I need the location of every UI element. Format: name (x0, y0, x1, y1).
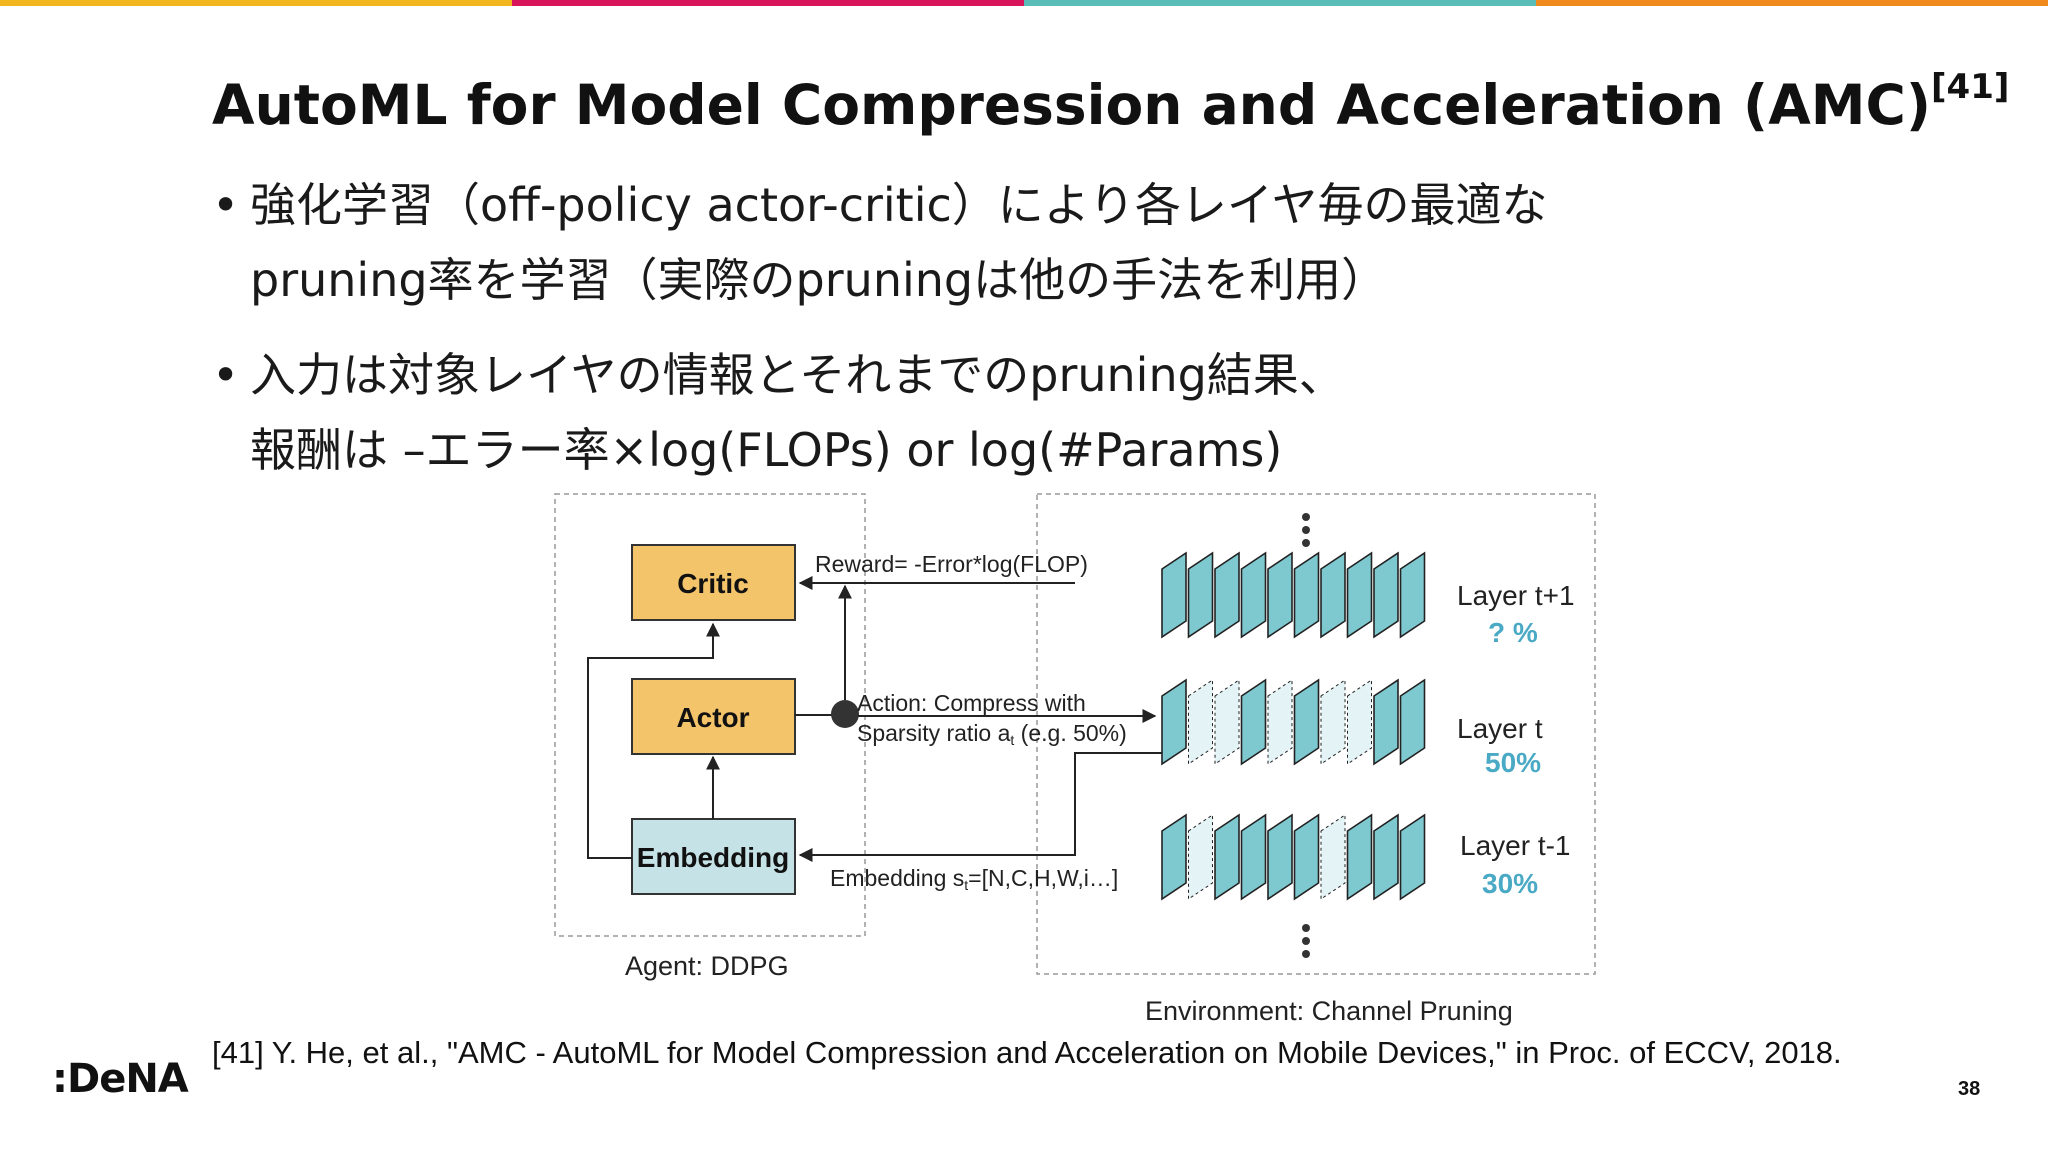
channel-plate (1399, 551, 1426, 639)
bullet-dot: • (212, 178, 240, 232)
bullet-list: • 強化学習（off-policy actor-critic）により各レイヤ毎の… (212, 168, 1972, 508)
bullet-line: 強化学習（off-policy actor-critic）により各レイヤ毎の最適… (250, 178, 1548, 232)
channel-plate (1161, 551, 1187, 639)
action-label-line2: Sparsity ratio at (e.g. 50%) (857, 720, 1127, 748)
actor-box (631, 678, 796, 755)
channel-plate (1373, 813, 1399, 901)
pruned-channel-plate (1188, 814, 1213, 900)
channel-plate (1293, 813, 1320, 901)
layer-pct-label: 30% (1482, 868, 1538, 899)
channel-plate (1346, 813, 1373, 901)
title-reference: [41] (1931, 67, 2010, 107)
channel-plate (1373, 551, 1399, 639)
pruned-channel-plate (1347, 679, 1372, 765)
layer-stack-t (1161, 678, 1426, 766)
channel-plate (1373, 678, 1399, 766)
channel-plate (1240, 678, 1267, 766)
agent-label: Agent: DDPG (625, 951, 789, 981)
channel-plate (1293, 678, 1320, 766)
pruned-channel-plate (1267, 679, 1293, 765)
top-bar-yellow (0, 0, 512, 6)
bullet-line: pruning率を学習（実際のpruningは他の手法を利用） (250, 253, 1388, 307)
reward-label: Reward= -Error*log(FLOP) (815, 551, 1088, 577)
channel-plate (1187, 551, 1214, 639)
slide-title-text: AutoML for Model Compression and Acceler… (212, 73, 1931, 137)
environment-label: Environment: Channel Pruning (1145, 996, 1513, 1026)
layer-name-label: Layer t+1 (1457, 580, 1575, 611)
channel-plate (1214, 551, 1240, 639)
channel-plate (1293, 551, 1320, 639)
critic-label: Critic (677, 568, 749, 599)
top-color-bar (0, 0, 2048, 6)
critic-box (631, 544, 796, 621)
bullet-line: 報酬は –エラー率×log(FLOPs) or log(#Params) (250, 423, 1283, 477)
bullet-dot: • (212, 348, 240, 402)
pruned-channel-plate (1320, 814, 1346, 900)
layer-pct-label: ? % (1488, 617, 1538, 648)
page-number: 38 (1958, 1078, 1981, 1100)
channel-plate (1214, 813, 1240, 901)
top-bar-teal (1024, 0, 1536, 6)
pruned-channel-plate (1188, 679, 1213, 765)
top-bar-magenta (512, 0, 1024, 6)
embedding-box-label: Embedding (637, 842, 789, 873)
channel-plate (1161, 813, 1187, 901)
arrow-embedding-to-critic (587, 622, 720, 859)
channel-plate (1346, 551, 1373, 639)
bullet-item: • 強化学習（off-policy actor-critic）により各レイヤ毎の… (212, 168, 1972, 318)
action-junction-dot (831, 700, 859, 728)
layer-name-label: Layer t (1457, 713, 1543, 744)
ellipsis-bottom (1302, 924, 1310, 958)
actor-label: Actor (676, 702, 749, 733)
channel-plate (1267, 551, 1293, 639)
channel-plate (1161, 678, 1187, 766)
pruned-channel-plate (1214, 679, 1240, 765)
action-label-line1: Action: Compress with (857, 690, 1086, 716)
layer-stack-t-minus-1 (1161, 813, 1426, 901)
channel-plate (1399, 813, 1426, 901)
channel-plate (1240, 551, 1267, 639)
embedding-box (631, 818, 796, 895)
embedding-state-label: Embedding st=[N,C,H,W,i…] (830, 865, 1118, 893)
layer-name-label: Layer t-1 (1460, 830, 1571, 861)
channel-plate (1399, 678, 1426, 766)
slide-title: AutoML for Model Compression and Acceler… (212, 52, 2042, 140)
citation-footnote: [41] Y. He, et al., "AMC - AutoML for Mo… (212, 1035, 1842, 1070)
arrow-state-to-embedding (798, 752, 1165, 862)
layer-stack-t-plus-1 (1161, 551, 1426, 639)
layer-pct-label: 50% (1485, 747, 1541, 778)
dena-logo: :DeNA (52, 1056, 189, 1102)
channel-plate (1320, 551, 1346, 639)
top-bar-orange (1536, 0, 2048, 6)
environment-region (1036, 493, 1596, 975)
bullet-item: • 入力は対象レイヤの情報とそれまでのpruning結果、 報酬は –エラー率×… (212, 338, 1972, 488)
channel-plate (1267, 813, 1293, 901)
channel-plate (1240, 813, 1267, 901)
ellipsis-top (1302, 513, 1310, 547)
pruned-channel-plate (1320, 679, 1346, 765)
amc-diagram: Agent: DDPG Environment: Channel Pruning… (554, 493, 1596, 1026)
bullet-line: 入力は対象レイヤの情報とそれまでのpruning結果、 (250, 348, 1345, 402)
